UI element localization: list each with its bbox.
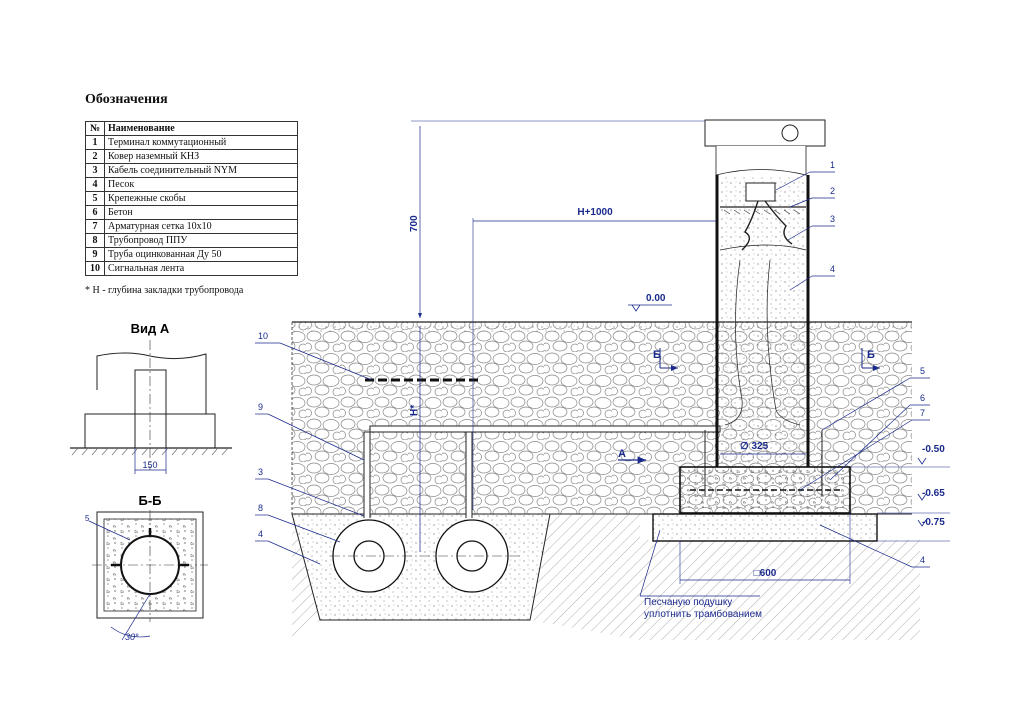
- callout-10: 10: [258, 331, 268, 341]
- callout-leader: [267, 478, 365, 517]
- section-bb-title: Б-Б: [138, 493, 161, 508]
- callout-4-cushion: 4: [920, 555, 925, 565]
- section-marks: Б Б А: [618, 348, 880, 464]
- callout-leader: [775, 171, 811, 191]
- main-section: [291, 119, 920, 640]
- dim-700-label: 700: [409, 215, 420, 232]
- callout-leader: [787, 225, 813, 241]
- level-065-label: -0.65: [922, 488, 945, 499]
- view-a-mark: А: [618, 448, 626, 460]
- section-bb-callout: 5: [85, 514, 90, 523]
- section-bb: Б-Б 5 30°: [85, 493, 208, 642]
- level-050-label: -0.50: [922, 444, 945, 455]
- callout-leader: [819, 524, 913, 568]
- level-0-label: 0.00: [646, 293, 666, 304]
- dim-h1000-label: H+1000: [577, 207, 613, 218]
- callout-leader: [821, 377, 911, 431]
- callout-leader: [799, 419, 913, 491]
- legend-footnote: * H - глубина закладки трубопровода: [85, 285, 244, 296]
- view-a-title: Вид А: [131, 321, 170, 336]
- level-075-label: -0.75: [922, 517, 945, 528]
- sand-level-line: [719, 244, 807, 251]
- view-a-post: [134, 369, 167, 449]
- soil-hatch-right: [640, 540, 920, 640]
- view-a: Вид А 150: [70, 321, 232, 474]
- callout-leader: [267, 413, 365, 461]
- dimensions: 700 H+1000 H* ∅ 325 □600: [409, 120, 851, 584]
- sand-contour: [724, 259, 743, 426]
- kover-lock: [781, 124, 799, 142]
- callout-6: 6: [920, 393, 925, 403]
- callout-4: 4: [830, 264, 835, 274]
- callout-2: 2: [830, 186, 835, 196]
- level-065-marker: [917, 493, 927, 501]
- callout-3: 3: [830, 214, 835, 224]
- sand-trench: [291, 513, 551, 621]
- callout-1: 1: [830, 160, 835, 170]
- angle-arc: [110, 626, 151, 638]
- section-bb-callout-leader: [88, 520, 131, 541]
- terminal-box: [745, 182, 776, 202]
- callout-leader: [267, 514, 341, 543]
- view-a-cover: [96, 352, 207, 414]
- callout-7: 7: [920, 408, 925, 418]
- level-075-marker: [917, 519, 927, 527]
- view-a-hatch: [71, 447, 229, 456]
- galvanized-pipe-branch: [465, 431, 473, 518]
- callout-3-cable: 3: [258, 467, 263, 477]
- shelf-hatch: [723, 209, 801, 215]
- section-b-right: Б: [867, 349, 875, 361]
- level-050-marker: [917, 457, 927, 465]
- level-marks: 0.00 -0.50 -0.65 -0.75: [628, 293, 950, 542]
- nym-cable: [741, 200, 793, 251]
- legend-name: Сигнальная лента: [104, 261, 298, 276]
- sand-contour: [766, 259, 801, 426]
- section-bb-angle: 30°: [125, 632, 139, 642]
- callouts: 1 2 3 4 5 6 7 10 9: [255, 160, 930, 620]
- level-0-marker: [631, 304, 641, 312]
- callout-4-sand: 4: [258, 529, 263, 539]
- callout-leader: [789, 275, 813, 291]
- dim-h-label: H*: [409, 405, 420, 416]
- callout-8: 8: [258, 503, 263, 513]
- angle-leader: [121, 593, 151, 641]
- cushion-note-line1: Песчаную подушку: [644, 597, 732, 608]
- topsoil-layer: [292, 322, 912, 332]
- legend-title: Обозначения: [85, 92, 168, 107]
- callout-5: 5: [920, 366, 925, 376]
- callout-leader: [267, 540, 321, 565]
- cushion-note-line2: уплотнить трамбованием: [644, 608, 762, 620]
- view-a-dim-label: 150: [142, 460, 157, 470]
- dim-600-label: □600: [754, 568, 777, 579]
- kover-break: [715, 146, 807, 176]
- kover-cap: [704, 119, 826, 147]
- section-b-left: Б: [653, 349, 661, 361]
- callout-leader: [279, 342, 373, 381]
- soil-hatch: [292, 514, 640, 640]
- callout-leader: [829, 404, 911, 481]
- kover-body-fill: [717, 175, 808, 467]
- sand-cushion: [652, 513, 878, 542]
- note-leader: [639, 529, 661, 597]
- dim-diameter-label: ∅ 325: [740, 441, 769, 452]
- callout-leader: [789, 197, 813, 208]
- callout-9: 9: [258, 402, 263, 412]
